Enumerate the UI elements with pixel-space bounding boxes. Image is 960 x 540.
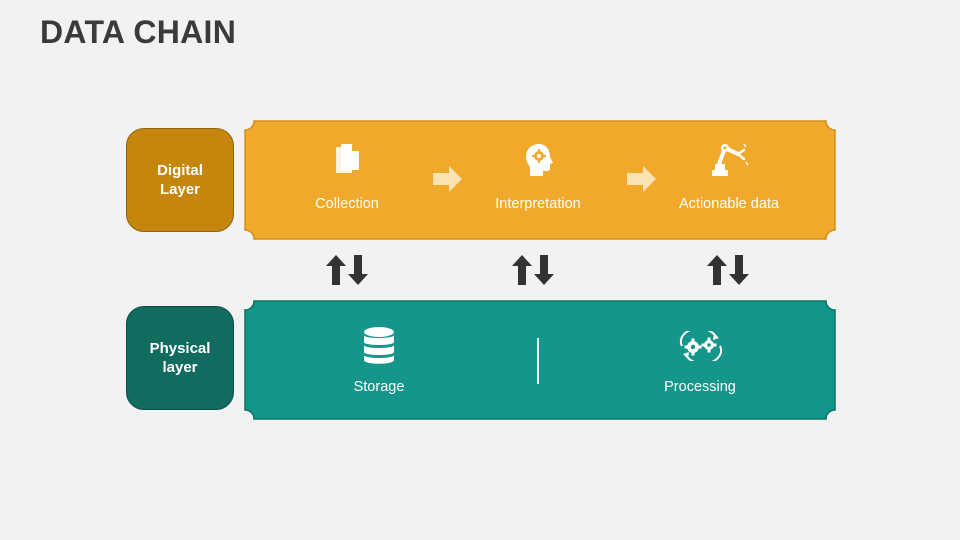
panel-divider — [537, 338, 539, 384]
robot-arm-icon — [712, 143, 749, 176]
physical-layer-panel — [244, 300, 836, 420]
database-icon — [364, 327, 394, 364]
step-label-interpretation: Interpretation — [495, 196, 581, 212]
up-down-arrows-icon — [326, 255, 368, 285]
step-label-actionable-data: Actionable data — [679, 196, 779, 212]
step-label-storage: Storage — [353, 379, 405, 395]
document-icon — [336, 144, 359, 173]
step-label-processing: Processing — [664, 379, 736, 395]
head-gear-icon — [526, 144, 553, 176]
flow-arrow-right-icon — [433, 166, 462, 192]
step-label-collection: Collection — [315, 196, 379, 212]
gears-cycle-icon — [679, 331, 723, 361]
up-down-arrows-icon — [707, 255, 749, 285]
digital-layer-box: Digital Layer — [126, 128, 234, 232]
up-down-arrows-icon — [512, 255, 554, 285]
digital-layer-label: Digital Layer — [157, 162, 203, 198]
flow-arrow-right-icon — [627, 166, 656, 192]
page-title: DATA CHAIN — [40, 14, 237, 50]
physical-layer-box: Physical layer — [126, 306, 234, 410]
physical-layer-label: Physical layer — [149, 340, 211, 376]
digital-layer-panel — [244, 120, 836, 240]
